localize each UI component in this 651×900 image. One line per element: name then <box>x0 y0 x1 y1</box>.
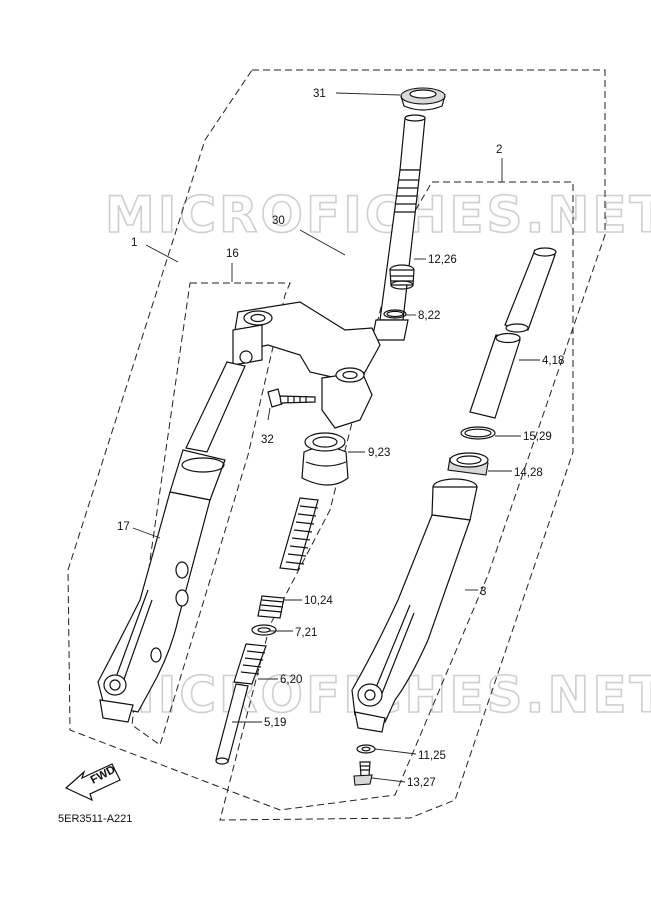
callout-7-21: 7,21 <box>295 627 317 639</box>
part-3-outer-tube <box>351 478 478 733</box>
callout-16: 16 <box>226 248 239 260</box>
part-32-bolt <box>267 388 316 408</box>
part-13-27-bolt <box>353 761 373 786</box>
callout-15-29: 15,29 <box>523 431 552 443</box>
part-10-24-spring <box>257 497 319 619</box>
callout-9-23: 9,23 <box>368 447 390 459</box>
callout-2: 2 <box>496 144 502 156</box>
callout-5-19: 5,19 <box>264 717 286 729</box>
part-30-steering-stem <box>371 114 426 341</box>
callout-4-18: 4,18 <box>542 355 564 367</box>
part-14-28-oil-seal <box>447 452 489 476</box>
part-31-seal-cap <box>400 87 446 111</box>
leader-lines <box>132 92 540 783</box>
callout-14-28: 14,28 <box>514 467 543 479</box>
diagram-code: 5ER3511-A221 <box>58 813 132 825</box>
part-17-left-fork <box>97 361 246 723</box>
callout-17: 17 <box>117 521 130 533</box>
part-7-21-washer <box>251 624 277 636</box>
callout-10-24: 10,24 <box>304 595 333 607</box>
part-12-26-cap-bolt <box>389 264 415 290</box>
part-4-18-spacer-tube <box>469 247 557 419</box>
watermark-top: MICROFICHES.NET <box>105 186 651 244</box>
part-9-23-dust-boot <box>301 432 349 486</box>
callout-3: 3 <box>480 586 486 598</box>
callout-32: 32 <box>261 434 274 446</box>
fwd-arrow-icon: FWD <box>64 763 121 802</box>
callout-6-20: 6,20 <box>280 674 302 686</box>
part-8-22-o-ring <box>383 309 407 319</box>
part-16-under-bracket <box>232 301 381 429</box>
part-6-20-rebound-spring <box>233 643 267 685</box>
callout-13-27: 13,27 <box>407 777 436 789</box>
group-outline-1 <box>67 69 606 811</box>
part-11-25-washer <box>356 744 376 754</box>
callout-1: 1 <box>131 237 137 249</box>
callout-12-26: 12,26 <box>428 254 457 266</box>
callout-11-25: 11,25 <box>418 750 446 762</box>
callout-8-22: 8,22 <box>418 310 440 322</box>
part-15-29-circlip <box>460 426 496 440</box>
callout-31: 31 <box>313 88 326 100</box>
part-5-19-damper-rod <box>215 683 249 765</box>
callout-30: 30 <box>272 215 285 227</box>
